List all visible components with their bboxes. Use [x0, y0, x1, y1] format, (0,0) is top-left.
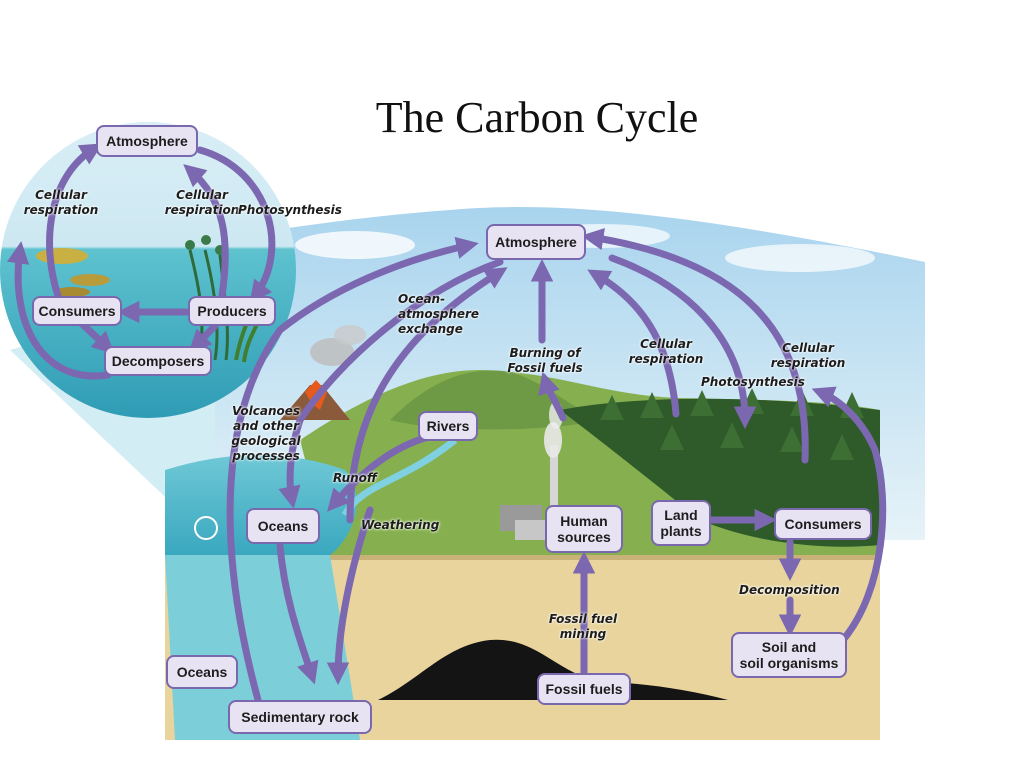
oceans-lower-box: Oceans — [166, 655, 238, 689]
land-plants-box: Land plants — [651, 500, 711, 546]
arrow-rivers-to-oceans — [327, 434, 429, 512]
inset-atmosphere-box: Atmosphere — [96, 125, 198, 157]
inset-label-cellular-respiration-right: Cellular respiration — [164, 188, 240, 217]
label-photosynthesis: Photosynthesis — [701, 375, 805, 389]
consumers-box: Consumers — [774, 508, 872, 540]
arrow-sediment-to-atmosphere — [226, 236, 479, 704]
arrow-forest-to-atmosphere — [587, 269, 680, 418]
arrow-soil-to-atmosphere — [811, 386, 887, 644]
arrow-atmosphere-to-oceans — [278, 258, 504, 509]
arrow-atmosphere-to-forest — [608, 254, 757, 429]
arrow-factory-to-burning — [538, 371, 567, 422]
label-fossil-fuel-mining: Fossil fuel mining — [548, 612, 618, 641]
label-weathering: Weathering — [361, 518, 440, 532]
soil-box: Soil and soil organisms — [731, 632, 847, 678]
arrow-inset-producers-to-decomposers — [188, 322, 219, 353]
inset-label-cellular-respiration-left: Cellular respiration — [23, 188, 99, 217]
label-cellular-respiration-mid: Cellular respiration — [628, 337, 704, 366]
human-sources-box: Human sources — [545, 505, 623, 553]
label-cellular-respiration-right: Cellular respiration — [770, 341, 846, 370]
arrow-inset-consumers-to-decomposers — [76, 318, 115, 355]
inset-consumers-box: Consumers — [32, 296, 122, 326]
label-runoff: Runoff — [333, 471, 377, 485]
arrow-inset-decomposers-to-atmosphere — [7, 241, 112, 380]
inset-producers-box: Producers — [188, 296, 276, 326]
inset-circle — [0, 122, 296, 418]
arrow-weathering-to-sediment — [326, 506, 374, 685]
arrow-oceans-to-sediment — [276, 542, 319, 685]
rivers-box: Rivers — [418, 411, 478, 441]
ocean-front — [165, 555, 360, 740]
oceans-upper-box: Oceans — [246, 508, 320, 544]
atmosphere-box: Atmosphere — [486, 224, 586, 260]
label-burning-fossil-fuels: Burning of Fossil fuels — [507, 346, 583, 375]
fossil-fuels-box: Fossil fuels — [537, 673, 631, 705]
label-ocean-atmosphere-exchange: Ocean- atmosphere exchange — [398, 292, 480, 336]
label-volcanoes: Volcanoes and other geological processes — [231, 404, 301, 463]
arrow-consumers-to-atmosphere — [581, 227, 809, 464]
arrow-inset-atmosphere-to-producers — [196, 146, 276, 304]
label-decomposition: Decomposition — [739, 583, 840, 597]
arrow-inset-consumers-to-atmosphere — [46, 143, 103, 300]
arrow-inset-producers-to-atmosphere — [183, 164, 229, 300]
fossil-deposit — [378, 639, 728, 700]
page-title: The Carbon Cycle — [375, 93, 699, 142]
factory — [500, 401, 563, 540]
sedimentary-rock-box: Sedimentary rock — [228, 700, 372, 734]
inset-decomposers-box: Decomposers — [104, 346, 212, 376]
inset-label-photosynthesis: Photosynthesis — [238, 203, 342, 217]
